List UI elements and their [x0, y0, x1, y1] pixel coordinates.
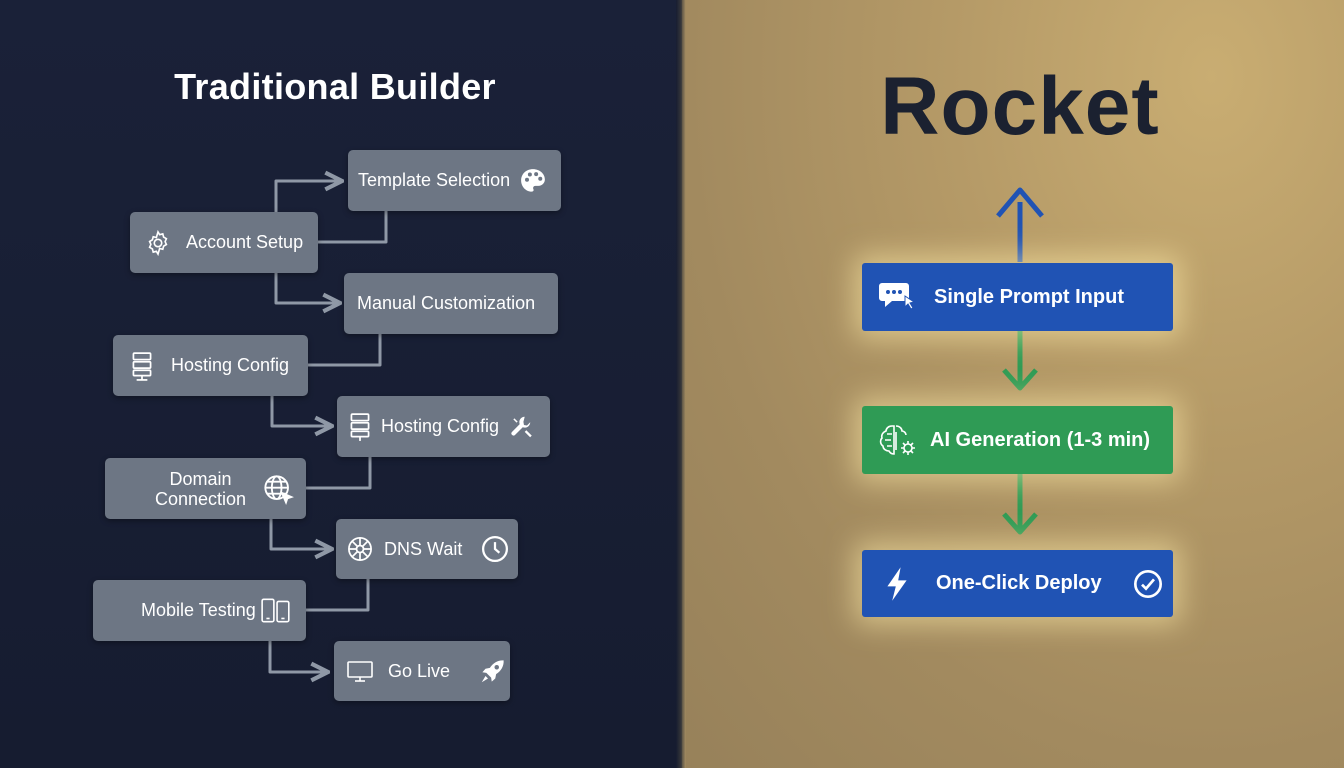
step-one-click-deploy: One-Click Deploy — [862, 550, 1173, 617]
step-label-line1: Domain — [169, 468, 232, 489]
traditional-builder-title: Traditional Builder — [174, 66, 496, 107]
palette-icon — [521, 168, 545, 192]
step-label: Domain Connection — [155, 469, 246, 509]
rocket-icon — [481, 660, 504, 683]
step-label: Go Live — [388, 660, 451, 681]
monitor-icon — [347, 661, 373, 682]
clock-icon — [482, 536, 509, 562]
step-label: Template Selection — [358, 170, 511, 190]
step-label: Mobile Testing — [141, 600, 256, 620]
rocket-up-arrow — [996, 187, 1044, 262]
step-template-selection: Template Selection — [348, 150, 561, 211]
rocket-down-arrow-1 — [1002, 331, 1038, 391]
step-label: Hosting Config — [381, 416, 500, 436]
phone-icon — [261, 597, 290, 622]
step-account-setup: Account Setup — [130, 212, 318, 273]
server-icon — [132, 351, 152, 381]
step-label: DNS Wait — [384, 538, 463, 559]
step-label: Single Prompt Input — [934, 285, 1124, 308]
network-icon — [348, 537, 372, 561]
step-label: Account Setup — [186, 232, 304, 252]
gear-icon — [148, 229, 168, 256]
step-mobile-testing: Mobile Testing — [93, 580, 306, 641]
step-dns-wait: DNS Wait — [336, 519, 518, 579]
step-single-prompt-input: Single Prompt Input — [862, 263, 1173, 331]
globe-icon — [264, 474, 295, 505]
lightning-icon — [887, 566, 907, 601]
step-hosting-config-1: Hosting Config — [113, 335, 308, 396]
rocket-down-arrow-2 — [1002, 474, 1038, 535]
server-icon — [350, 412, 370, 441]
step-hosting-config-2: Hosting Config — [337, 396, 550, 457]
step-label: AI Generation (1-3 min) — [930, 428, 1151, 451]
rocket-panel — [682, 0, 1344, 768]
step-ai-generation: AI Generation (1-3 min) — [862, 406, 1173, 474]
rocket-title: Rocket — [880, 61, 1160, 152]
chat-icon — [879, 283, 916, 310]
step-label: Hosting Config — [171, 355, 290, 375]
step-manual-customization: Manual Customization — [344, 273, 558, 334]
step-label: Manual Customization — [357, 293, 536, 313]
check-circle-icon — [1133, 569, 1162, 598]
step-label-line2: Connection — [155, 488, 247, 509]
step-label: One-Click Deploy — [936, 572, 1102, 594]
step-domain-connection: Domain Connection — [105, 458, 306, 519]
brain-gear-icon — [879, 425, 915, 455]
wrench-icon — [511, 416, 532, 437]
panel-divider — [676, 0, 686, 768]
step-go-live: Go Live — [334, 641, 510, 701]
